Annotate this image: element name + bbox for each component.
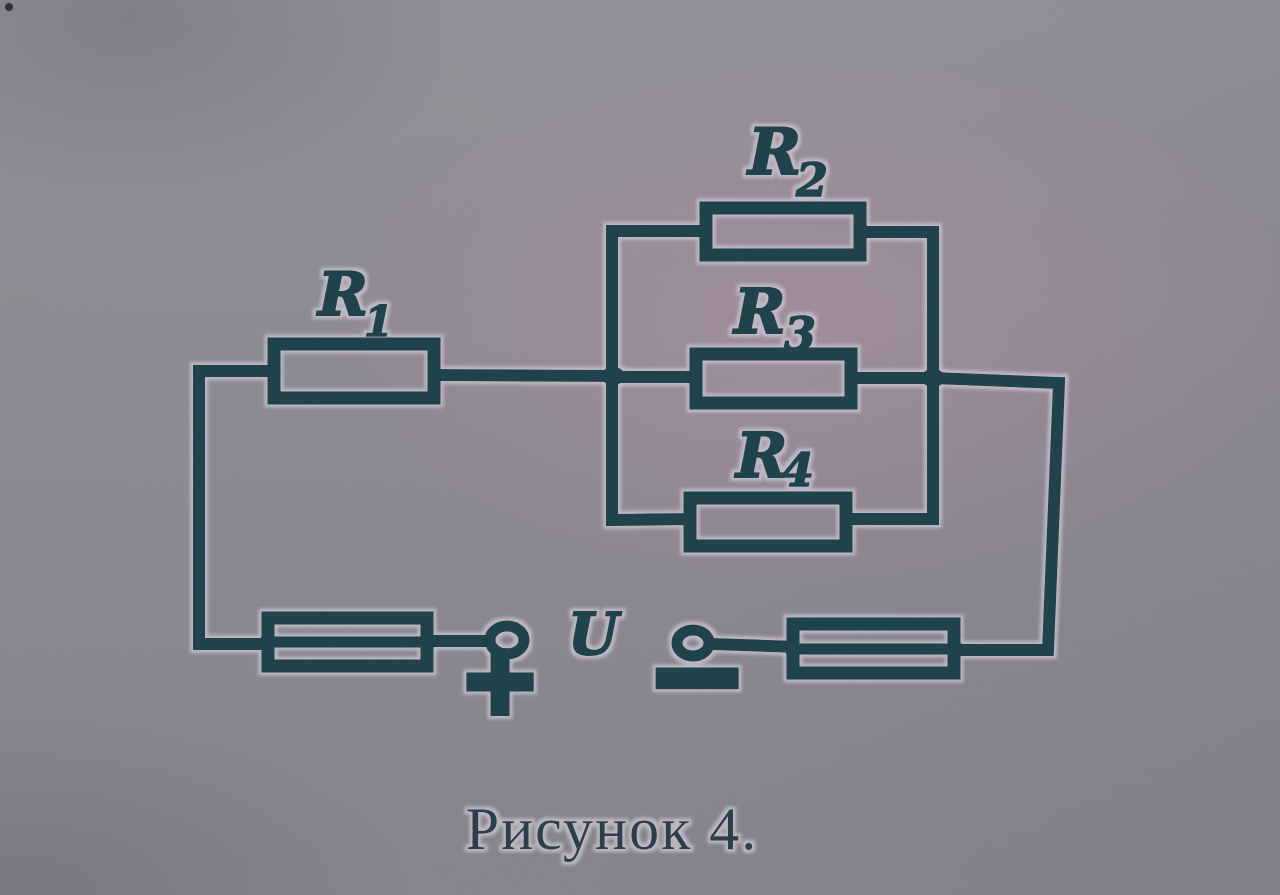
circuit-diagram: R 1 R 2 R 3 R 4 U + − Рисунок 4.	[0, 0, 1280, 895]
photo-grain-overlay	[0, 0, 1280, 895]
photographed-page: R 1 R 2 R 3 R 4 U + − Рисунок 4.	[0, 0, 1280, 895]
